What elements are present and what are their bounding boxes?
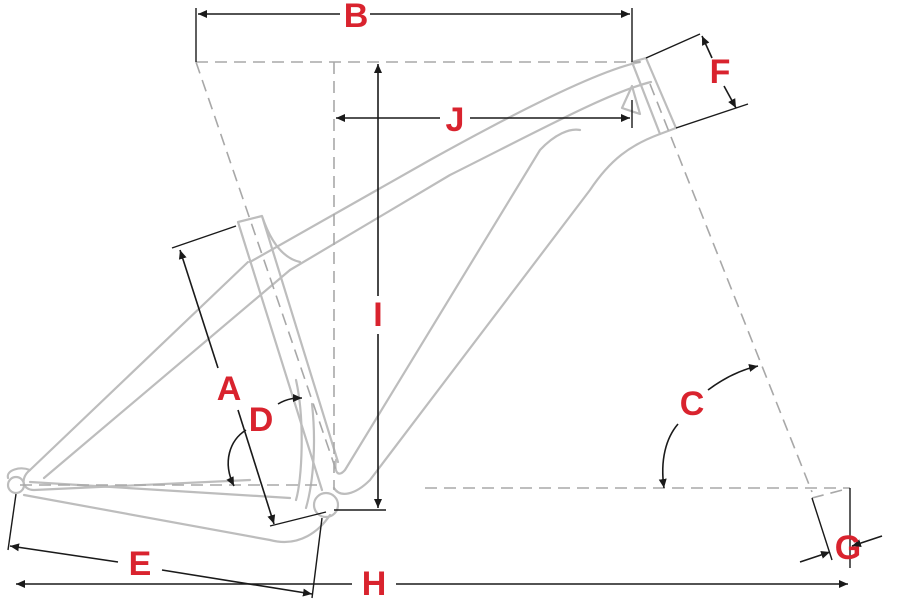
seat-tube <box>236 214 340 492</box>
down-tube <box>332 128 662 495</box>
f-arrow-bottom <box>723 85 737 109</box>
dimension-labels: B J F I A D C G E H <box>129 0 862 600</box>
label-b: B <box>344 0 369 35</box>
label-j: J <box>446 101 465 139</box>
a-arrow-bottom <box>237 409 276 525</box>
construction-lines <box>20 61 851 499</box>
label-g: G <box>835 529 861 567</box>
g-ext-offset <box>811 497 833 561</box>
f-ext-bottom <box>675 103 749 129</box>
c-arc-lower <box>658 423 679 489</box>
seat-stay-curve <box>294 378 316 510</box>
g-arrow-left <box>799 551 831 563</box>
offset-line <box>811 487 851 499</box>
steering-axis-line <box>649 83 813 493</box>
dropout-plate <box>6 467 32 480</box>
e-ext-left <box>7 493 17 551</box>
label-d: D <box>249 401 274 439</box>
label-h: H <box>362 565 387 600</box>
label-e: E <box>129 545 152 583</box>
chain-stay <box>22 480 332 543</box>
c-arc-upper <box>707 364 759 391</box>
f-ext-top <box>645 33 701 59</box>
head-tube <box>630 56 678 136</box>
d-arc-lower <box>226 429 247 487</box>
head-tube-badge <box>620 84 642 116</box>
label-c: C <box>680 385 705 423</box>
label-a: A <box>217 370 242 408</box>
a-arrow-top <box>178 249 219 369</box>
dimension-lines <box>7 8 883 599</box>
label-i: I <box>373 296 382 334</box>
e-arrow-left <box>9 543 119 563</box>
d-arc-upper <box>277 394 303 405</box>
g-arrow-right <box>851 535 883 547</box>
seat-stay <box>22 260 292 492</box>
f-arrow-top <box>701 35 713 59</box>
a-ext-top <box>171 225 237 249</box>
seat-axis-line <box>195 61 337 471</box>
bottom-bracket <box>312 491 340 519</box>
e-arrow-right <box>161 569 313 597</box>
bike-frame <box>6 56 678 543</box>
top-tube <box>248 60 653 272</box>
a-ext-bottom <box>269 511 327 527</box>
label-f: F <box>710 53 731 91</box>
